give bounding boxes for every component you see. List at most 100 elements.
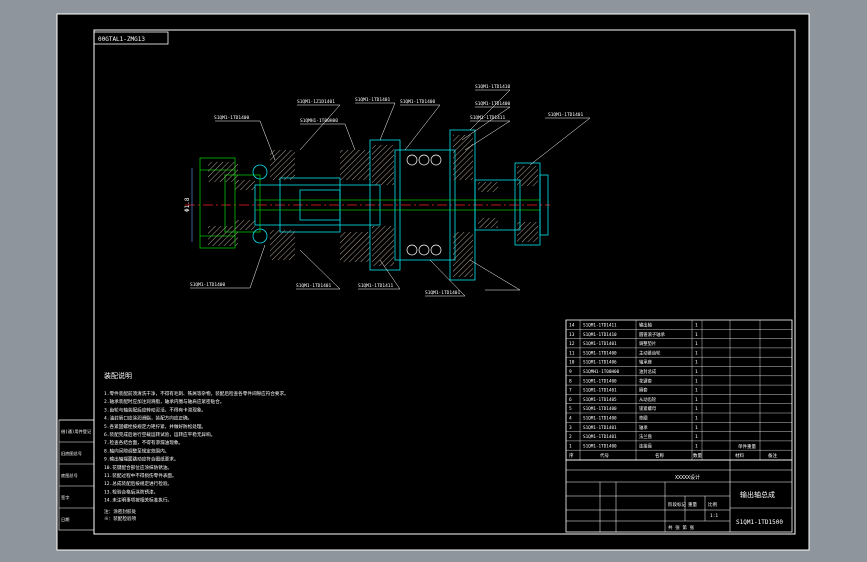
bom-cell-num: 11 [569,350,575,356]
callout-labels: S1QM1-1TD1400 S1QM1-1Z1D1401 S1QMH1-1T00… [190,84,584,296]
callout-label: S1QMH1-1T00H00 [300,118,338,124]
weight-label: 重量 [688,501,697,508]
bom-header-cell: 数量 [693,452,702,459]
callout-label: S1QM1-1TD1400 [400,99,436,105]
bom-cell-qty: 1 [695,341,698,347]
callout-label: S1QM1-1TD1401 [296,283,332,289]
bom-cell-code: S1QM1-1TD1401 [583,341,617,347]
bom-header-cell: 单件重量 [738,443,756,450]
sheet-count: 共 张 第 张 [668,524,695,531]
bom-cell-qty: 1 [695,323,698,329]
notes-footer-2: ※：装配检验项 [104,515,137,522]
callout-label: S1QM1-1TD1401 [548,112,584,118]
assembly-drawing: Φ1.8 S1QM1-1TD1400 S1QM1-1Z1D1401 S1QMH1… [184,84,591,297]
note-line: 7.检查各结合面，不得有渗漏油现象。 [104,439,183,446]
callout-label: S1QM1-1Z1D1401 [297,99,335,105]
shaft-hatch [270,150,370,262]
bom-cell-name: 锁紧螺母 [639,405,657,412]
note-line: 9.输出轴端面跳动应符合图纸要求。 [104,456,178,463]
bom-cell-code: S1QM1-1TD1400 [583,443,617,449]
notes-title: 装配说明 [104,371,132,380]
scale-label: 比例 [708,501,717,508]
bom-cell-qty: 1 [695,388,698,394]
bom-cell-name: 轴承座 [639,359,653,366]
bom-cell-qty: 1 [695,369,698,375]
note-line: 1.零件装配前须清洗干净，不得有毛刺、铁屑等杂物，装配后检查各零件间隙应符合要求… [104,390,289,397]
gear-hatch [372,135,473,277]
callout-label: S1QM1-1TD1400 [190,282,226,288]
bom-header-cell: 备注 [768,452,777,459]
bom-cell-name: 油封总成 [639,368,657,375]
main-shaft [254,177,540,233]
title-tag: 00GTAL1-ZMG13 [93,31,169,45]
callout-label: S1QM1-1TD1410 [475,84,511,90]
bom-cell-num: 1 [569,443,572,449]
bom-cell-code: S1QM1-1TD1400 [583,406,617,412]
bom-cell-num: 14 [569,323,575,329]
bom-cell-code: S1QM1-1TD1401 [583,388,617,394]
bom-cell-num: 12 [569,341,575,347]
left-hatch [208,162,255,246]
bom-cell-num: 7 [569,388,572,394]
bom-cell-name: 法兰盘 [639,433,653,440]
drawing-number: S1QM1-1TD1500 [736,519,783,526]
callout-label: S1QM1-1TD1411 [470,115,506,121]
bom-cell-num: 5 [569,406,572,412]
bom-cell-num: 9 [569,369,572,375]
bom-cell-num: 4 [569,416,572,422]
bom-cell-code: S1QM1-1TD1400 [583,416,617,422]
callout-label: S1QM1-1TD1400 [214,115,250,121]
note-line: 3.齿轮与轴装配后应转动灵活，不得有卡滞现象。 [104,406,206,413]
bom-cell-code: S1QM1-1TD1401 [583,425,617,431]
notes-footer: 注：涂密封胶处 [104,508,137,515]
bom-cell-name: 垫圈 [639,415,648,422]
bom-cell-qty: 1 [695,434,698,440]
sheet-border [93,29,796,535]
bom-cell-name: 从动齿轮 [639,396,657,403]
note-line: 6.装配完成后进行空载运转试验，运转应平稳无异响。 [104,431,215,438]
bom-cell-name: 花键套 [639,377,653,384]
bom-cell-name: 轴承 [639,424,648,431]
bom-cell-code: S1QM1-1TD1406 [583,360,617,366]
bom-cell-qty: 1 [695,406,698,412]
bom-cell-code: S1QM1-1TD1400 [583,378,617,384]
bom-cell-code: S1QM1-1TD1400 [583,350,617,356]
note-line: 8.轴向间隙调整至规定范围内。 [104,447,169,454]
note-line: 4.油封唇口应涂润滑脂，装配方向应正确。 [104,415,192,422]
output-hatch [478,166,538,242]
bom-cell-qty: 1 [695,350,698,356]
bom-cell-qty: 1 [695,425,698,431]
note-line: 2.轴承装配时应加注润滑脂，轴承内圈与轴肩应紧密贴合。 [104,398,224,405]
bearing-set [406,154,442,256]
left-strip-label: 旧底图总号 [61,450,82,457]
callout-label: S1QM1-1TD1401 [425,290,461,296]
left-strip-label: 签字 [61,494,69,500]
bom-cell-code: S1QM1-1TD1405 [583,397,617,403]
bom-cell-num: 10 [569,360,575,366]
bom-cell-code: S1QM1-1TD1411 [583,323,617,329]
note-line: 14.未注明事项按相关标准执行。 [104,497,172,504]
bom-cell-qty: 1 [695,416,698,422]
bom-cell-code: S1QM1-1TD1401 [583,434,617,440]
gear-block [369,129,476,281]
bolt-circle [252,228,268,244]
leader-lines [190,89,591,297]
bom-cell-name: 输出轴 [639,322,652,329]
bom-cell-num: 3 [569,425,572,431]
title-block: XXXXX设计 输出轴总成 S1QM1-1TD1500 阶段标记 重量 比例 1… [565,459,793,533]
note-line: 11.装配过程中不得损伤零件表面。 [104,472,177,479]
drawing-title: 输出轴总成 [740,490,775,499]
bom-header-cell: 名称 [655,452,664,459]
note-line: 5.各紧固螺栓按规定力矩拧紧，并做好防松处理。 [104,423,206,430]
left-strip-label: 日期 [61,517,69,523]
callout-label: S1QM1-1TD1400 [475,101,511,107]
bom-cell-name: 主动锥齿轮 [639,349,661,356]
bom-cell-num: 2 [569,434,572,440]
bom-cell-code: S1QM1-1TD1410 [583,332,617,338]
bolt-circle [252,164,268,180]
bom-cell-qty: 1 [695,443,698,449]
bom-cell-num: 8 [569,378,572,384]
left-strip-label: 底图总号 [61,472,78,479]
